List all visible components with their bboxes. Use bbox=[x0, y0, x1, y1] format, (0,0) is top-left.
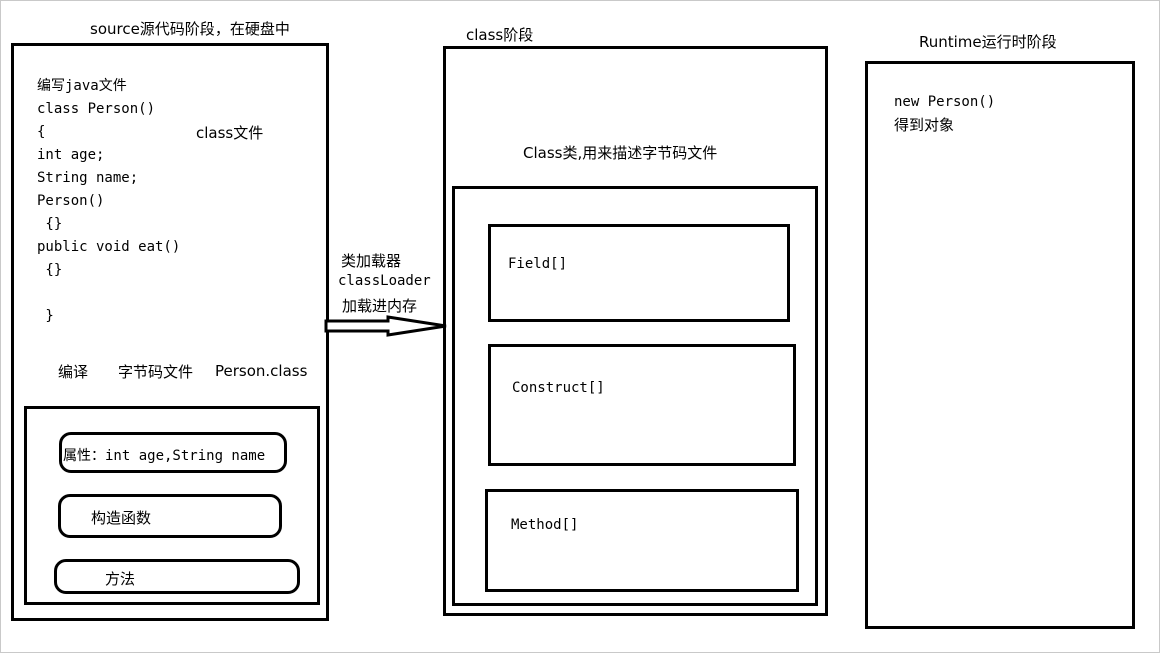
constructor-pill: 构造函数 bbox=[58, 494, 282, 538]
attributes-label: 属性：int age,String name bbox=[63, 448, 266, 464]
right-arrow-icon bbox=[324, 315, 447, 337]
code-line bbox=[37, 282, 180, 305]
constructor-label: 构造函数 bbox=[91, 509, 152, 527]
bytecode-box bbox=[24, 406, 320, 605]
code-line: } bbox=[37, 308, 54, 324]
field-label: Field[] bbox=[508, 256, 568, 272]
code-line: {} bbox=[37, 262, 63, 278]
code-line: class Person() bbox=[37, 101, 156, 117]
method-array-label: Method[] bbox=[511, 517, 579, 533]
loader-line2: classLoader bbox=[338, 273, 431, 289]
source-code: 编写java文件 class Person() { int age; Strin… bbox=[37, 75, 180, 328]
loader-line3: 加载进内存 bbox=[342, 297, 418, 315]
code-line: public void eat() bbox=[37, 239, 181, 255]
source-stage-title: source源代码阶段，在硬盘中 bbox=[90, 20, 290, 38]
code-line: { bbox=[37, 124, 46, 140]
method-box: Method[] bbox=[485, 489, 799, 592]
method-label: 方法 bbox=[105, 570, 136, 588]
class-object-box bbox=[452, 186, 818, 606]
class-description: Class类,用来描述字节码文件 bbox=[523, 144, 718, 162]
compile-label: 编译 bbox=[58, 363, 89, 381]
construct-box: Construct[] bbox=[488, 344, 796, 466]
runtime-line2: 得到对象 bbox=[894, 116, 955, 134]
field-box: Field[] bbox=[488, 224, 790, 322]
attributes-pill: 属性：int age,String name bbox=[59, 432, 287, 473]
loader-line1: 类加载器 bbox=[341, 252, 402, 270]
runtime-line1: new Person() bbox=[894, 94, 996, 110]
code-line: Person() bbox=[37, 193, 105, 209]
runtime-stage-title: Runtime运行时阶段 bbox=[919, 33, 1057, 51]
code-line: {} bbox=[37, 216, 63, 232]
code-line: 编写java文件 bbox=[37, 78, 127, 94]
runtime-stage-box bbox=[865, 61, 1135, 629]
code-line: int age; bbox=[37, 147, 105, 163]
bytecode-label: 字节码文件 bbox=[118, 363, 194, 381]
method-pill: 方法 bbox=[54, 559, 300, 594]
class-stage-title: class阶段 bbox=[466, 26, 534, 44]
class-file-label: class文件 bbox=[196, 124, 264, 142]
construct-label: Construct[] bbox=[512, 380, 605, 396]
class-stage-box bbox=[443, 46, 828, 616]
person-class-label: Person.class bbox=[215, 362, 308, 380]
code-line: String name; bbox=[37, 170, 139, 186]
